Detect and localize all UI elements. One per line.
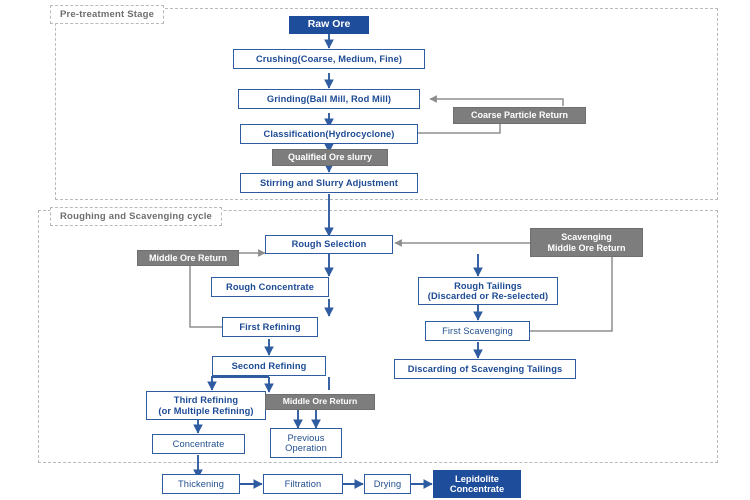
node-first-scavenging[interactable]: First Scavenging <box>425 321 530 341</box>
node-rough-tailings[interactable]: Rough Tailings (Discarded or Re-selected… <box>418 277 558 305</box>
node-second-refining[interactable]: Second Refining <box>212 356 326 376</box>
group-pre-treatment <box>55 8 718 200</box>
node-middle-ore-return-left-label: Middle Ore Return <box>148 252 227 263</box>
node-grinding-label: Grinding(Ball Mill, Rod Mill) <box>266 93 392 104</box>
group-pre-treatment-label: Pre-treatment Stage <box>50 5 165 24</box>
node-thickening[interactable]: Thickening <box>162 474 240 494</box>
node-second-refining-label: Second Refining <box>231 360 307 371</box>
node-drying[interactable]: Drying <box>364 474 411 494</box>
node-qualified-ore-slurry-label: Qualified Ore slurry <box>287 152 373 163</box>
node-filtration[interactable]: Filtration <box>263 474 343 494</box>
node-filtration-label: Filtration <box>284 478 322 489</box>
node-scavenging-return-line1: Scavenging <box>561 232 612 243</box>
node-concentrate-label: Concentrate <box>172 438 225 449</box>
node-lepidolite-line1: Lepidolite <box>455 473 499 484</box>
node-drying-label: Drying <box>373 478 402 489</box>
node-middle-ore-return-left[interactable]: Middle Ore Return <box>137 250 239 266</box>
node-middle-ore-return-mid-label: Middle Ore Return <box>282 396 358 407</box>
node-concentrate[interactable]: Concentrate <box>152 434 245 454</box>
group-roughing-scavenging-label-text: Roughing and Scavenging cycle <box>60 211 213 222</box>
node-grinding[interactable]: Grinding(Ball Mill, Rod Mill) <box>238 89 420 109</box>
node-classification-label: Classification(Hydrocyclone) <box>263 128 395 139</box>
node-raw-ore-label: Raw Ore <box>307 18 351 31</box>
node-classification[interactable]: Classification(Hydrocyclone) <box>240 124 418 144</box>
node-third-refining-line1: Third Refining <box>173 395 239 406</box>
node-raw-ore[interactable]: Raw Ore <box>289 16 369 34</box>
node-first-refining-label: First Refining <box>239 321 301 332</box>
node-crushing-label: Crushing(Coarse, Medium, Fine) <box>255 53 403 64</box>
node-middle-ore-return-mid[interactable]: Middle Ore Return <box>265 394 375 410</box>
node-lepidolite-line2: Concentrate <box>449 484 505 494</box>
node-rough-concentrate[interactable]: Rough Concentrate <box>211 277 329 297</box>
node-rough-tailings-line1: Rough Tailings <box>454 280 522 291</box>
node-lepidolite-concentrate[interactable]: Lepidolite Concentrate <box>433 470 521 498</box>
node-discarding-scavenging-tailings[interactable]: Discarding of Scavenging Tailings <box>394 359 576 379</box>
node-previous-operation-line1: Previous <box>287 432 325 443</box>
node-stirring-label: Stirring and Slurry Adjustment <box>260 177 398 188</box>
group-roughing-scavenging <box>38 210 718 463</box>
node-rough-tailings-line2: (Discarded or Re-selected) <box>427 291 549 301</box>
group-roughing-scavenging-label: Roughing and Scavenging cycle <box>50 207 223 226</box>
node-scavenging-middle-ore-return[interactable]: Scavenging Middle Ore Return <box>530 228 643 257</box>
node-rough-concentrate-label: Rough Concentrate <box>226 281 314 292</box>
node-qualified-ore-slurry[interactable]: Qualified Ore slurry <box>272 149 388 166</box>
node-stirring-slurry-adjustment[interactable]: Stirring and Slurry Adjustment <box>240 173 418 193</box>
node-discarding-tailings-label: Discarding of Scavenging Tailings <box>407 363 563 374</box>
node-third-refining[interactable]: Third Refining (or Multiple Refining) <box>146 391 266 420</box>
node-crushing[interactable]: Crushing(Coarse, Medium, Fine) <box>233 49 425 69</box>
node-rough-selection-label: Rough Selection <box>291 239 367 250</box>
node-rough-selection[interactable]: Rough Selection <box>265 235 393 254</box>
node-thickening-label: Thickening <box>178 478 224 489</box>
group-pre-treatment-label-text: Pre-treatment Stage <box>60 9 155 20</box>
node-third-refining-line2: (or Multiple Refining) <box>158 405 254 416</box>
node-first-scavenging-label: First Scavenging <box>442 325 513 336</box>
node-previous-operation[interactable]: Previous Operation <box>270 428 342 458</box>
node-coarse-particle-return[interactable]: Coarse Particle Return <box>453 107 586 124</box>
node-first-refining[interactable]: First Refining <box>222 317 318 337</box>
node-scavenging-return-line2: Middle Ore Return <box>547 242 626 253</box>
node-coarse-particle-return-label: Coarse Particle Return <box>470 110 569 121</box>
node-previous-operation-line2: Operation <box>285 443 327 453</box>
